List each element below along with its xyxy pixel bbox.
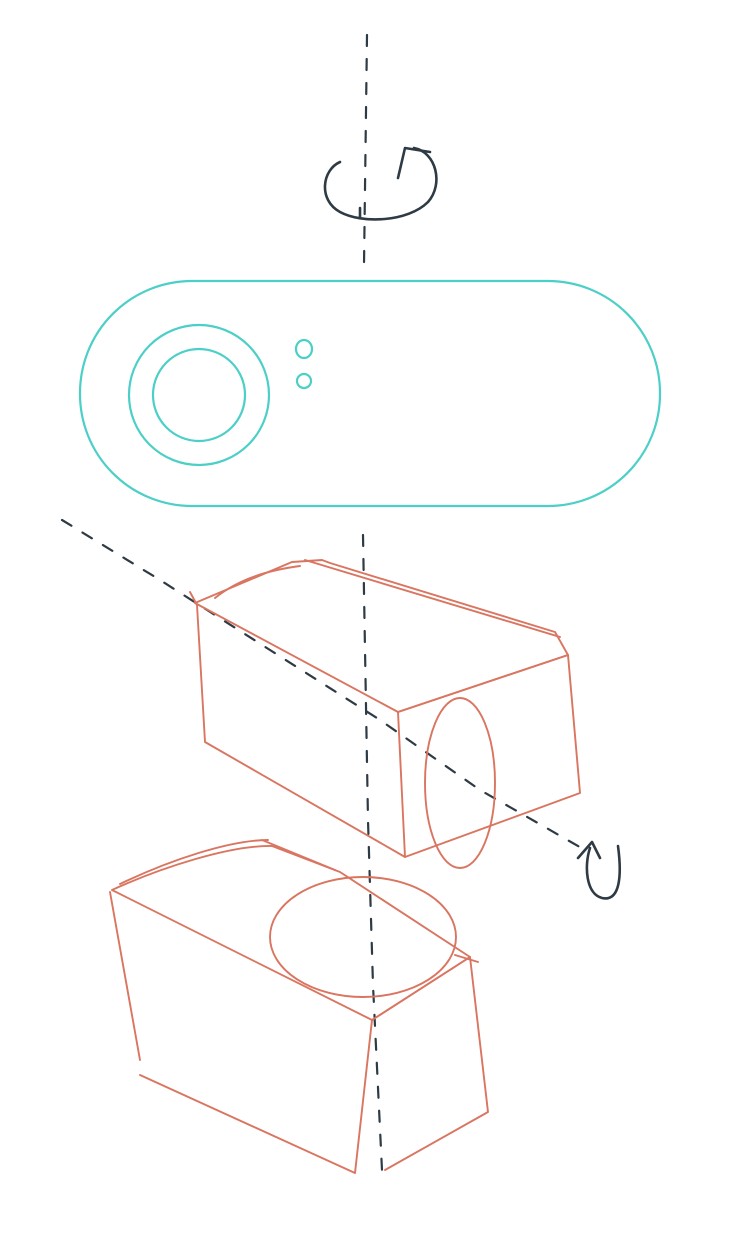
device-body — [78, 279, 662, 508]
rotate-arrow-icon-horizontal — [576, 840, 621, 900]
vertical-axis-bottom-segment — [361, 533, 384, 1172]
device-indicator-dot-top — [294, 338, 314, 360]
rotate-arrow-vertical-curve — [323, 146, 438, 221]
lower-block-side-face — [109, 891, 373, 1174]
device-indicator-dot-bottom — [295, 372, 313, 390]
rotate-arrow-horizontal-head — [576, 840, 602, 860]
device-lens-inner-ring — [151, 347, 247, 443]
lower-block-top-face — [111, 845, 471, 1021]
rotate-arrow-horizontal-curve — [585, 844, 621, 900]
lower-block-top-ellipse — [269, 876, 457, 998]
lower-block-front-face — [371, 956, 489, 1171]
rotate-arrow-icon-vertical — [323, 146, 438, 221]
upper-block-side-face — [189, 591, 406, 858]
device-lens-outer-ring — [127, 323, 271, 467]
vertical-axis-top-segment — [362, 33, 369, 267]
upper-block — [189, 559, 581, 869]
upper-block-top-edge-sketch — [214, 559, 561, 638]
device — [78, 279, 662, 508]
rotate-arrow-vertical-head — [396, 146, 432, 180]
upper-block-front-face — [397, 654, 581, 858]
lower-block — [109, 839, 489, 1174]
lower-block-top-edge-sketch — [119, 839, 479, 963]
vertical-axis — [361, 33, 384, 1172]
upper-block-front-ellipse — [424, 697, 496, 869]
horizontal-axis — [60, 518, 587, 852]
